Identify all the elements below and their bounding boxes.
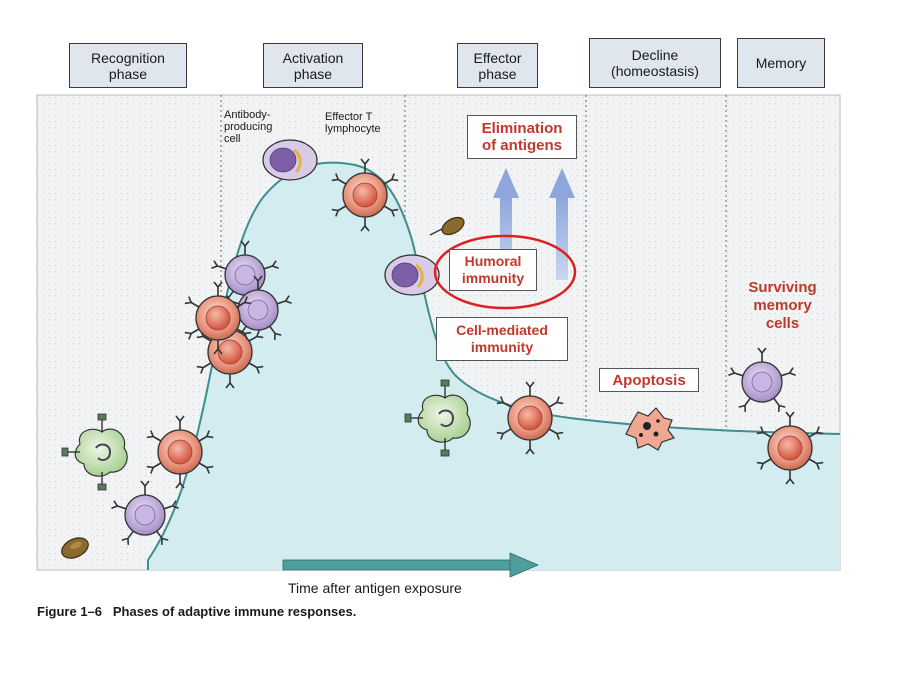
phase-label-line2: phase	[293, 65, 333, 82]
phase-label-line2: (homeostasis)	[611, 63, 699, 79]
effector-t-lymphocyte-label: Effector T lymphocyte	[325, 111, 381, 135]
highlight-ellipse	[433, 234, 577, 310]
phase-label-line1: Effector	[473, 49, 522, 66]
apoptosis-box: Apoptosis	[599, 368, 699, 392]
phase-label-line1: Decline	[631, 47, 679, 63]
phase-label-line1: Recognition	[91, 49, 165, 66]
phase-label-line2: phase	[108, 65, 148, 82]
figure-caption: Figure 1–6 Phases of adaptive immune res…	[37, 604, 356, 619]
up-arrow-right-icon	[549, 168, 575, 280]
phase-label-line1: Activation	[282, 49, 344, 66]
time-axis-label: Time after antigen exposure	[288, 580, 462, 596]
antibody-producing-cell-label: Antibody- producing cell	[224, 109, 273, 145]
phase-memory: Memory	[737, 38, 825, 88]
antigen-icon	[61, 537, 89, 559]
phase-decline: Decline(homeostasis)	[589, 38, 721, 88]
surviving-memory-cells-label: Surviving memory cells	[748, 279, 817, 332]
apoptotic-cell-icon	[625, 407, 675, 451]
antigen-icon	[441, 216, 465, 236]
plasma-cell-icon	[383, 253, 441, 297]
plasma-cell-icon	[261, 138, 319, 182]
time-arrow-icon	[282, 552, 540, 578]
caption-number: Figure 1–6	[37, 604, 103, 619]
phase-label-line1: Memory	[755, 55, 807, 71]
caption-text: Phases of adaptive immune responses.	[112, 604, 357, 619]
phase-label-line2: phase	[478, 65, 517, 82]
